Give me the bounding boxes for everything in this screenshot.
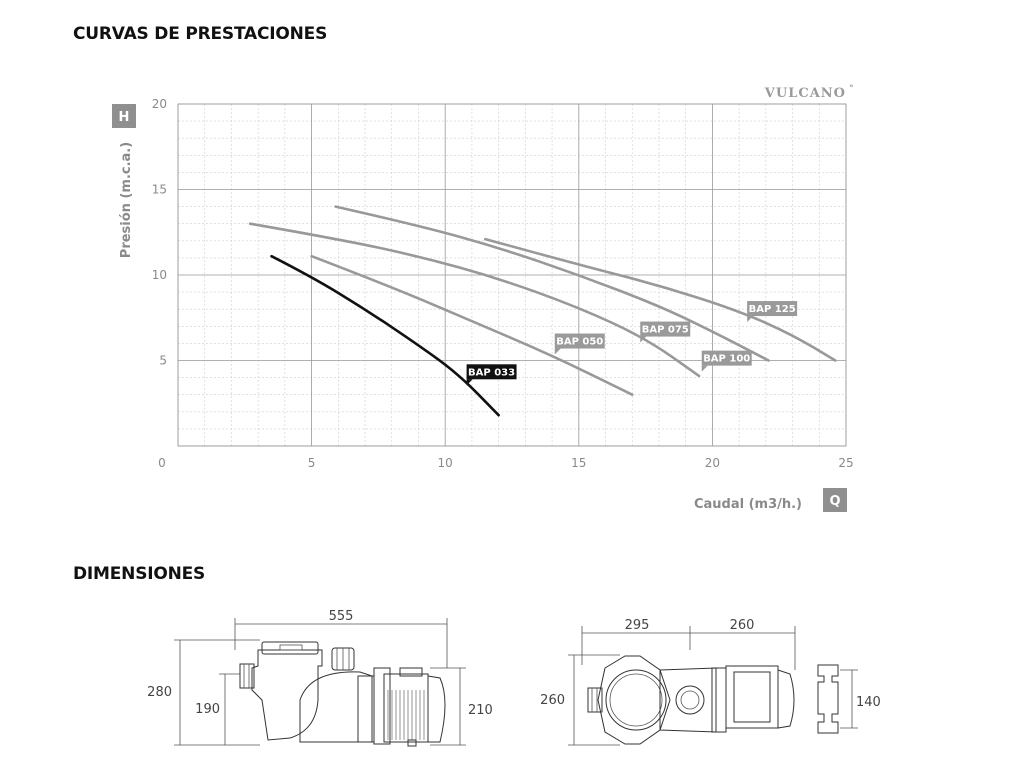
y-tick-label: 20: [152, 97, 167, 111]
plot-frame: [177, 103, 847, 447]
series-label-pointer: [701, 365, 708, 372]
x-tick-label: 10: [438, 456, 453, 470]
x-tick-label: 20: [705, 456, 720, 470]
series-label-bap-050: BAP 050: [556, 337, 603, 348]
chart-ticks: 0 5 10 15 20 25 5 10 15 20: [152, 97, 854, 470]
x-axis-badge-text: Q: [829, 494, 840, 509]
dim-height-190: 190: [195, 702, 220, 717]
dim-depth-260: 260: [540, 693, 565, 708]
x-axis-title: Caudal (m3/h.): [694, 497, 802, 512]
series-label-box-bap-033: [466, 364, 517, 380]
series-line-bap-033: [270, 254, 500, 417]
series-label-box-bap-050: [554, 333, 605, 349]
series-line-bap-100: [334, 205, 770, 362]
series-label-pointer: [640, 336, 647, 343]
side-view-drawing: 555 280 190 210: [147, 609, 493, 747]
series-label-bap-125: BAP 125: [749, 304, 796, 315]
top-view-drawing: 295 260 260: [540, 618, 796, 746]
series-line-bap-050: [310, 254, 634, 396]
dim-width-295: 295: [625, 618, 650, 633]
chart-series: [248, 205, 837, 417]
series-label-bap-033: BAP 033: [468, 367, 515, 378]
series-label-box-bap-125: [747, 301, 798, 317]
x-tick-label: 5: [308, 456, 316, 470]
y-axis-title: Presión (m.c.a.): [119, 142, 134, 258]
x-tick-label: 25: [838, 456, 853, 470]
end-view-drawing: 140: [817, 664, 881, 734]
y-tick-label: 10: [152, 268, 167, 282]
series-label-pointer: [747, 316, 754, 323]
series-line-bap-075: [248, 222, 701, 378]
curves-section-title: CURVAS DE PRESTACIONES: [73, 24, 328, 44]
y-axis-badge: [112, 104, 136, 128]
dim-height-280: 280: [147, 685, 172, 700]
series-label-pointer: [554, 348, 561, 355]
dimensions-section-title: DIMENSIONES: [73, 564, 206, 584]
series-line-bap-125: [483, 237, 837, 362]
brand-registered-mark: °: [849, 84, 854, 94]
y-tick-label: 15: [152, 183, 167, 197]
y-tick-label: 5: [159, 354, 167, 368]
series-label-bap-100: BAP 100: [703, 354, 750, 365]
series-label-pointer: [466, 379, 473, 386]
y-axis-badge-text: H: [119, 110, 130, 125]
series-label-bap-075: BAP 075: [642, 325, 689, 336]
series-label-box-bap-075: [640, 321, 691, 337]
dim-height-210: 210: [468, 703, 493, 718]
x-axis-badge: [823, 488, 847, 512]
dim-width-260: 260: [730, 618, 755, 633]
brand-logo: VULCANO: [764, 86, 846, 101]
dim-length-555: 555: [329, 609, 354, 624]
series-label-box-bap-100: [701, 350, 752, 366]
dim-height-140: 140: [856, 695, 881, 710]
x-tick-label: 0: [158, 456, 166, 470]
x-tick-label: 15: [571, 456, 586, 470]
